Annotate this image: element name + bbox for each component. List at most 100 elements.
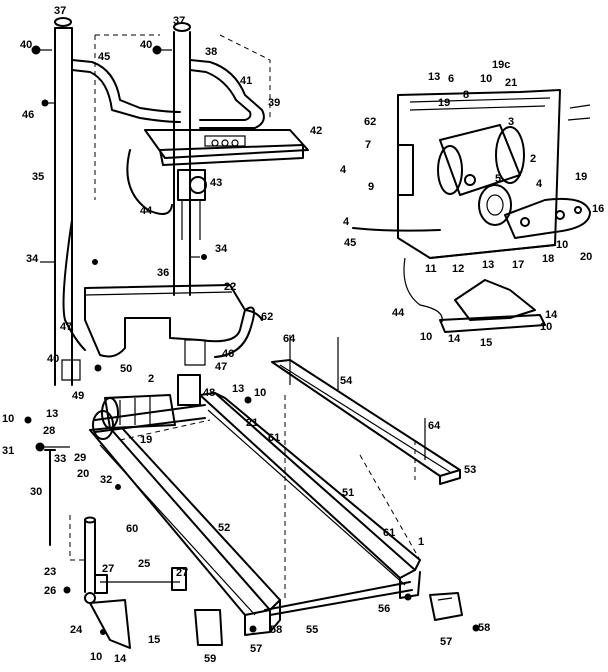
callout-48: 48 bbox=[203, 387, 215, 399]
callout-56: 56 bbox=[378, 603, 390, 615]
console-panel bbox=[144, 129, 309, 166]
callout-13: 13 bbox=[428, 71, 440, 83]
callout-55: 55 bbox=[306, 624, 318, 636]
callout-4: 4 bbox=[340, 164, 347, 176]
callout-50: 50 bbox=[120, 363, 132, 375]
callout-14: 14 bbox=[545, 309, 558, 321]
callout-21: 21 bbox=[505, 77, 517, 89]
handrail-left bbox=[71, 59, 181, 123]
callout-53: 53 bbox=[464, 464, 476, 476]
callout-40: 40 bbox=[140, 39, 152, 51]
callout-30: 30 bbox=[30, 486, 42, 498]
callout-46: 46 bbox=[22, 109, 34, 121]
foot-59 bbox=[194, 609, 223, 646]
callout-49: 49 bbox=[72, 390, 84, 402]
callout-2: 2 bbox=[148, 373, 154, 385]
callout-26: 26 bbox=[44, 585, 56, 597]
callout-10: 10 bbox=[420, 331, 432, 343]
callout-24: 24 bbox=[70, 624, 83, 636]
inset-motor bbox=[437, 124, 525, 226]
callout-17: 17 bbox=[512, 259, 524, 271]
callout-10: 10 bbox=[540, 321, 552, 333]
fasteners bbox=[24, 45, 480, 635]
callout-57: 57 bbox=[440, 636, 452, 648]
callout-labels: 37 37 40 40 45 38 41 46 39 42 35 43 44 3… bbox=[2, 5, 604, 665]
callout-1: 1 bbox=[418, 536, 424, 548]
callout-10: 10 bbox=[90, 651, 102, 663]
callout-19c: 19c bbox=[492, 59, 510, 71]
inset-wire-44 bbox=[403, 257, 443, 323]
callout-7: 7 bbox=[365, 139, 371, 151]
callout-19: 19 bbox=[438, 97, 450, 109]
callout-14: 14 bbox=[114, 653, 127, 665]
callout-9: 9 bbox=[368, 181, 374, 193]
callout-2: 2 bbox=[530, 153, 536, 165]
callout-23: 23 bbox=[44, 566, 56, 578]
callout-57: 57 bbox=[250, 643, 262, 655]
callout-45: 45 bbox=[344, 237, 356, 249]
callout-27: 27 bbox=[176, 567, 188, 579]
callout-37: 37 bbox=[54, 5, 66, 17]
deck-left-rail bbox=[89, 427, 281, 636]
front-roller bbox=[92, 404, 206, 440]
inset-belt-ends bbox=[567, 104, 591, 121]
callout-3: 3 bbox=[508, 116, 514, 128]
callout-36: 36 bbox=[157, 267, 169, 279]
callout-51: 51 bbox=[342, 487, 354, 499]
callout-21: 21 bbox=[246, 417, 258, 429]
callout-4: 4 bbox=[536, 178, 543, 190]
callout-33: 33 bbox=[54, 453, 66, 465]
bracket-27 bbox=[171, 567, 187, 591]
callout-5: 5 bbox=[495, 173, 501, 185]
callout-22: 22 bbox=[224, 281, 236, 293]
cord-62 bbox=[244, 309, 263, 321]
callout-37: 37 bbox=[173, 15, 185, 27]
callout-46: 46 bbox=[222, 348, 234, 360]
running-belt bbox=[119, 419, 421, 616]
callout-10: 10 bbox=[480, 73, 492, 85]
callout-10: 10 bbox=[254, 387, 266, 399]
callout-42: 42 bbox=[310, 125, 322, 137]
callout-19: 19 bbox=[575, 171, 587, 183]
callout-62: 62 bbox=[261, 311, 273, 323]
bracket-47-left bbox=[61, 359, 81, 381]
motor-hood bbox=[84, 284, 255, 358]
callout-45: 45 bbox=[98, 51, 110, 63]
console-bracket bbox=[177, 169, 207, 240]
callout-6: 6 bbox=[448, 73, 454, 85]
callout-25: 25 bbox=[138, 558, 150, 570]
callout-38: 38 bbox=[205, 46, 217, 58]
callout-32: 32 bbox=[100, 474, 112, 486]
callout-44: 44 bbox=[392, 307, 405, 319]
wire-cable bbox=[126, 149, 173, 215]
callout-58: 58 bbox=[478, 622, 490, 634]
inset-flywheel bbox=[504, 197, 591, 239]
bracket-47-right bbox=[184, 339, 206, 366]
left-upright-post bbox=[54, 17, 73, 386]
callout-20: 20 bbox=[77, 468, 89, 480]
callout-34: 34 bbox=[26, 253, 39, 265]
callout-14: 14 bbox=[448, 333, 461, 345]
callout-40: 40 bbox=[47, 353, 59, 365]
callout-18: 18 bbox=[542, 253, 554, 265]
callout-12: 12 bbox=[452, 263, 464, 275]
callout-19: 19 bbox=[140, 434, 152, 446]
callout-34: 34 bbox=[215, 243, 228, 255]
callout-13: 13 bbox=[232, 383, 244, 395]
callout-47: 47 bbox=[60, 321, 72, 333]
callout-4: 4 bbox=[343, 216, 350, 228]
elevation-leg bbox=[44, 449, 131, 649]
inset-cable-45 bbox=[352, 227, 441, 232]
inset-motor-frame bbox=[397, 89, 561, 259]
callout-11: 11 bbox=[425, 263, 437, 275]
callout-43: 43 bbox=[210, 177, 222, 189]
inset-bracket-15 bbox=[439, 279, 546, 333]
side-rail-54 bbox=[271, 359, 461, 485]
callout-58: 58 bbox=[270, 624, 282, 636]
callout-35: 35 bbox=[32, 171, 44, 183]
callout-59: 59 bbox=[204, 653, 216, 665]
callout-44: 44 bbox=[140, 205, 153, 217]
wire-cable-left bbox=[62, 219, 86, 351]
